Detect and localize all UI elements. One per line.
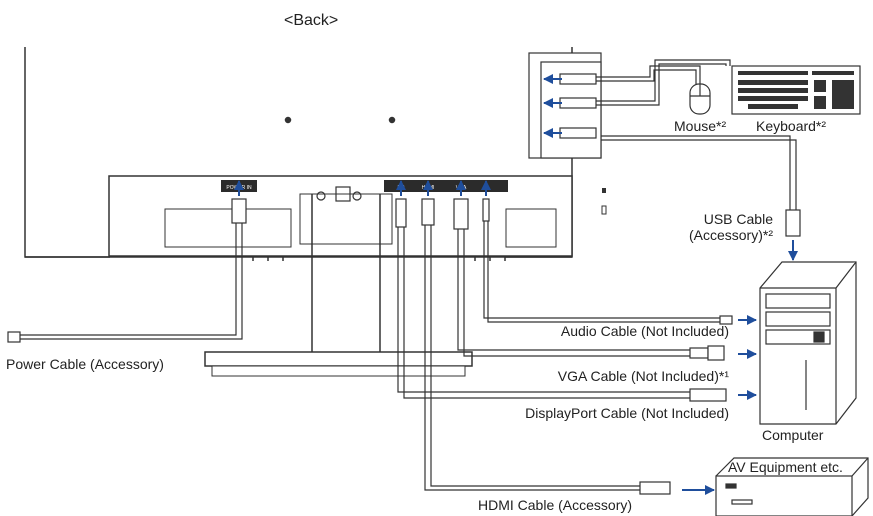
usb-hub-panel bbox=[528, 52, 602, 159]
keyboard-label: Keyboard*² bbox=[756, 118, 827, 134]
av-equipment-label: AV Equipment etc. bbox=[728, 459, 843, 475]
cable-plugs bbox=[231, 198, 490, 230]
av-equipment-icon bbox=[715, 457, 869, 516]
usb-cable-label-line1: USB Cable bbox=[703, 211, 773, 227]
computer-label: Computer bbox=[762, 427, 824, 443]
lock-icon bbox=[601, 188, 607, 215]
port-arrows bbox=[234, 180, 491, 196]
audio-jack-icons bbox=[316, 186, 362, 202]
mouse-icon bbox=[689, 83, 711, 115]
vga-cable-label: VGA Cable (Not Included)*¹ bbox=[557, 368, 729, 384]
cable-end-connectors bbox=[7, 209, 801, 495]
audio-cable-label: Audio Cable (Not Included) bbox=[560, 323, 729, 339]
computer-icon bbox=[759, 261, 857, 425]
mouse-label: Mouse*² bbox=[674, 118, 727, 134]
displayport-cable-label: DisplayPort Cable (Not Included) bbox=[525, 405, 729, 421]
hdmi-cable-label: HDMI Cable (Accessory) bbox=[478, 497, 633, 513]
cables bbox=[20, 135, 797, 491]
usb-device-cables bbox=[596, 59, 731, 106]
usb-arrows bbox=[543, 74, 562, 138]
device-arrows bbox=[682, 240, 798, 495]
monitor-back bbox=[24, 47, 573, 377]
page-title: <Back> bbox=[284, 12, 339, 29]
usb-cable-label-line2: (Accessory)*² bbox=[688, 227, 773, 243]
power-cable-label: Power Cable (Accessory) bbox=[6, 356, 164, 372]
signal-port-bar: DP HDMI VGA bbox=[384, 180, 508, 192]
keyboard-icon bbox=[731, 65, 861, 115]
